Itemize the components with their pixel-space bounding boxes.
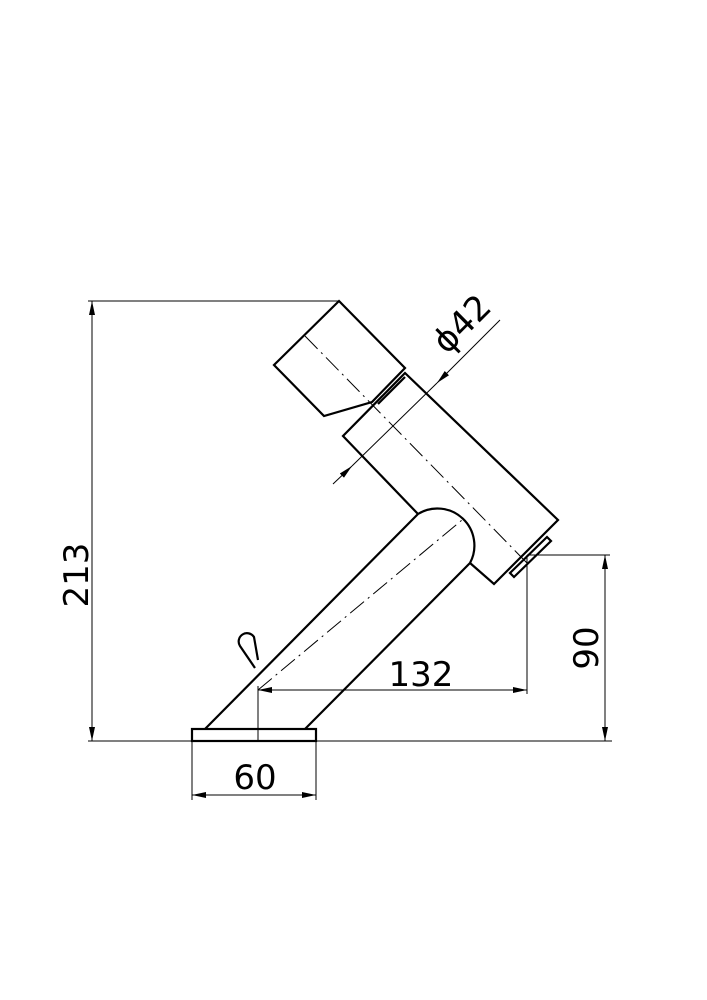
- dimension-213: 213: [57, 300, 339, 741]
- lever: [237, 632, 260, 669]
- dimension-label-diameter-42: ϕ42: [425, 287, 500, 362]
- base-plate: [190, 727, 318, 743]
- tap-body: [341, 371, 560, 586]
- dimension-label-132: 132: [389, 655, 454, 695]
- dimension-60: 60: [191, 741, 317, 800]
- dimension-132: 132: [257, 555, 528, 741]
- dimension-90: 90: [527, 554, 610, 741]
- dimension-label-90: 90: [567, 626, 607, 669]
- tap-tube: [204, 507, 476, 730]
- tap-handle: [272, 299, 528, 564]
- dimension-label-60: 60: [233, 758, 276, 798]
- dimension-label-213: 213: [57, 543, 97, 608]
